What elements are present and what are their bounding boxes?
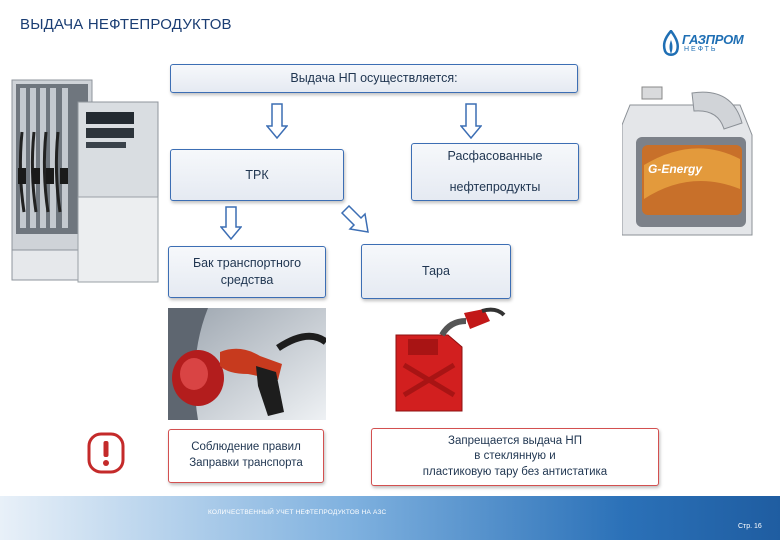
slide-title: ВЫДАЧА НЕФТЕПРОДУКТОВ	[20, 16, 232, 33]
warning-line2: в стеклянную и	[474, 449, 555, 465]
trk-box: ТРК	[170, 149, 344, 201]
fuel-dispenser-image	[6, 72, 162, 287]
gazprom-flame-icon	[660, 30, 682, 58]
packaged-products-box: Расфасованные нефтепродукты	[411, 143, 579, 201]
logo-name: ГАЗПРОМ	[682, 32, 743, 47]
trk-label: ТРК	[245, 167, 268, 184]
warning-exclamation-icon	[87, 432, 125, 474]
gazprom-logo: ГАЗПРОМ НЕФТЬ	[660, 30, 740, 58]
arrow-down-icon	[266, 103, 288, 139]
footer-text: КОЛИЧЕСТВЕННЫЙ УЧЕТ НЕФТЕПРОДУКТОВ НА АЗ…	[208, 509, 386, 516]
rules-note-line2: Заправки транспорта	[189, 456, 303, 472]
header-box: Выдача НП осуществляется:	[170, 64, 578, 93]
header-box-text: Выдача НП осуществляется:	[290, 70, 457, 87]
rules-note-box: Соблюдение правил Заправки транспорта	[168, 429, 324, 483]
arrow-diagonal-icon	[340, 205, 372, 235]
refueling-car-image	[168, 308, 326, 420]
svg-text:G-Energy: G-Energy	[648, 162, 703, 176]
warning-line3: пластиковую тару без антистатика	[423, 465, 607, 481]
oil-canister-image: G-Energy	[622, 75, 762, 245]
container-box: Тара	[361, 244, 511, 299]
logo-sub: НЕФТЬ	[684, 46, 718, 53]
page-number: Стр. 16	[738, 523, 762, 530]
container-label: Тара	[422, 263, 450, 280]
vehicle-tank-line1: Бак транспортного	[193, 255, 301, 272]
vehicle-tank-line2: средства	[221, 272, 274, 289]
arrow-down-icon	[460, 103, 482, 139]
warning-box: Запрещается выдача НП в стеклянную и пла…	[371, 428, 659, 486]
rules-note-line1: Соблюдение правил	[191, 440, 301, 456]
warning-line1: Запрещается выдача НП	[448, 434, 582, 450]
red-jerrycan-image	[378, 305, 510, 421]
footer-bar	[0, 496, 780, 540]
packaged-line1: Расфасованные	[448, 148, 543, 165]
vehicle-tank-box: Бак транспортного средства	[168, 246, 326, 298]
packaged-line2: нефтепродукты	[450, 179, 541, 196]
arrow-down-icon	[220, 206, 242, 240]
